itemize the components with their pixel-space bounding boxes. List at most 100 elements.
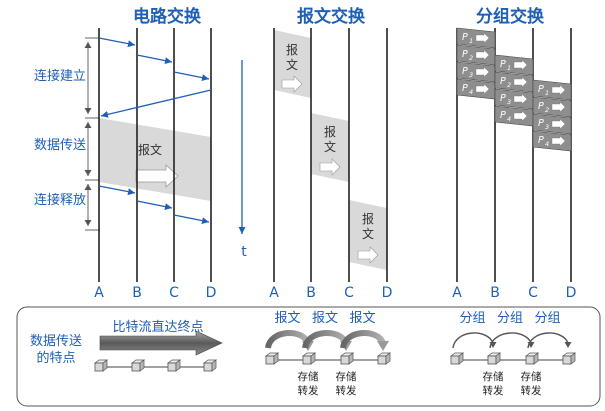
packet-hop-arrow-3 bbox=[527, 332, 569, 349]
packet-arrow-icon bbox=[475, 32, 490, 44]
packet-hop-arrow-2 bbox=[489, 332, 532, 349]
packet-bottom-node-3-side bbox=[533, 352, 539, 365]
circuit-feature-caption: 比特流直达终点 bbox=[112, 319, 203, 335]
circuit-node-label-a: A bbox=[94, 285, 104, 301]
message-node-label-b: B bbox=[306, 285, 316, 301]
packet-bottom-node-2 bbox=[487, 355, 497, 365]
packet-bottom-node-1 bbox=[450, 355, 460, 365]
setup-request-arrow-ab bbox=[98, 37, 136, 48]
message-hop-caption-3: 报文 bbox=[349, 311, 375, 326]
circuit-bottom-node-4 bbox=[203, 362, 213, 372]
packet-node-b-forward-label: 转发 bbox=[483, 384, 504, 397]
packet-subscript: 4 bbox=[507, 115, 511, 123]
circuit-bottom-node-3-side bbox=[175, 359, 181, 372]
packet-label: P bbox=[500, 93, 506, 104]
packet-arrow-icon bbox=[513, 59, 528, 71]
packet-label: P bbox=[538, 84, 544, 95]
message-bottom-node-1 bbox=[265, 355, 275, 365]
packet-label: P bbox=[462, 83, 468, 94]
packet-label: P bbox=[500, 110, 506, 121]
phase-release-label: 连接释放 bbox=[34, 192, 86, 208]
release-arrow-bc bbox=[136, 200, 173, 211]
packet-hop-caption-3: 分组 bbox=[534, 311, 560, 326]
setup-confirm-arrow bbox=[100, 89, 212, 118]
packet-arrow-icon bbox=[551, 118, 566, 130]
message-node-label-c: C bbox=[344, 285, 354, 301]
packet-node-label-b: B bbox=[490, 285, 500, 301]
packet-label: P bbox=[500, 59, 506, 70]
message-bottom-node-2-side bbox=[310, 352, 316, 365]
phase-setup-label: 连接建立 bbox=[34, 68, 86, 84]
circuit-switching-title: 电路交换 bbox=[133, 6, 202, 27]
packet-subscript: 1 bbox=[469, 37, 473, 45]
packet-bottom-node-3 bbox=[525, 355, 535, 365]
packet-label: P bbox=[462, 49, 468, 60]
packet-node-b-store-label: 存储 bbox=[483, 370, 504, 383]
packet-arrow-icon bbox=[475, 49, 490, 61]
packet-arrow-icon bbox=[475, 83, 490, 95]
circuit-bottom-nodes bbox=[93, 359, 218, 372]
packet-subscript: 2 bbox=[469, 54, 473, 62]
circuit-node-label-c: C bbox=[169, 285, 179, 301]
circuit-bottom-node-2-side bbox=[139, 359, 145, 372]
packet-bottom-group: 分组分组分组存储转发存储转发 bbox=[449, 311, 577, 397]
message-hop-arrow-3 bbox=[340, 330, 386, 349]
packet-arrow-icon bbox=[513, 110, 528, 122]
release-arrow-ab bbox=[98, 185, 136, 196]
packet-node-c-forward-label: 转发 bbox=[521, 384, 542, 397]
packet-subscript: 3 bbox=[545, 123, 549, 131]
data-transfer-features-box: 数据传送 的特点 比特流直达终点 报文报文报文存储转发存储转发 分组分组分组存储… bbox=[16, 306, 601, 407]
circuit-node-label-d: D bbox=[206, 285, 217, 301]
packet-subscript: 4 bbox=[469, 88, 473, 96]
data-transfer-band bbox=[99, 118, 211, 201]
message-block-cd-label-top: 报 bbox=[362, 211, 374, 226]
packet-subscript: 2 bbox=[545, 106, 549, 114]
message-bottom-node-2 bbox=[302, 355, 312, 365]
message-block-ab-label-top: 报 bbox=[286, 42, 298, 57]
message-hop-arrow-3-head bbox=[377, 341, 389, 351]
packet-hop-caption-1: 分组 bbox=[459, 311, 485, 326]
packet-arrow-icon bbox=[513, 93, 528, 105]
message-bottom-node-3-side bbox=[348, 352, 354, 365]
packet-label: P bbox=[462, 66, 468, 77]
message-node-c-forward-label: 转发 bbox=[336, 384, 357, 397]
circuit-bottom-node-1 bbox=[94, 362, 104, 372]
message-block-cd-arrow-icon bbox=[357, 246, 379, 264]
packet-switching-title: 分组交换 bbox=[476, 6, 545, 27]
bitstream-arrow-icon bbox=[99, 330, 223, 356]
message-bottom-node-3 bbox=[340, 355, 350, 365]
packet-subscript: 3 bbox=[507, 98, 511, 106]
packet-subscript: 1 bbox=[507, 64, 511, 72]
message-bottom-node-4-side bbox=[385, 352, 391, 365]
release-arrow-cd bbox=[173, 214, 210, 225]
packet-subscript: 4 bbox=[545, 140, 549, 148]
message-block-ab-arrow-icon bbox=[281, 75, 303, 93]
message-node-b-forward-label: 转发 bbox=[298, 384, 319, 397]
packet-arrow-icon bbox=[551, 101, 566, 113]
packet-bottom-node-1-side bbox=[458, 352, 464, 365]
packet-bottom-node-4-side bbox=[570, 352, 576, 365]
circuit-bottom-node-2 bbox=[131, 362, 141, 372]
packet-subscript: 2 bbox=[507, 81, 511, 89]
packet-arrow-icon bbox=[475, 66, 490, 78]
message-node-label-d: D bbox=[382, 285, 393, 301]
phase-brackets bbox=[84, 37, 100, 231]
message-block-bc-arrow-icon bbox=[319, 158, 341, 176]
message-bottom-node-1-side bbox=[273, 352, 279, 365]
phase-transfer-label: 数据传送 bbox=[34, 138, 86, 153]
circuit-switching-panel: 连接建立 数据传送 连接释放 报文 bbox=[34, 28, 247, 301]
packet-label: P bbox=[538, 135, 544, 146]
